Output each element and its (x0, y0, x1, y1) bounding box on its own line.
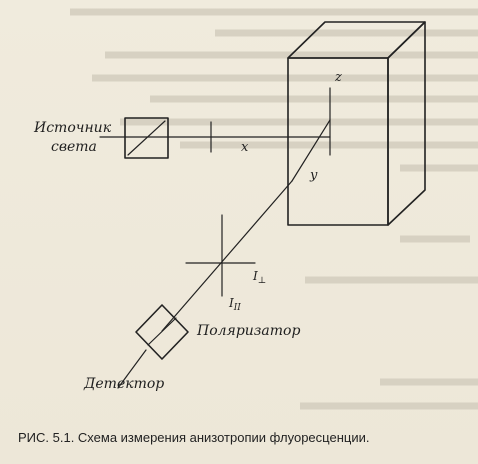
i-parallel-label: III (229, 297, 241, 313)
i-parallel-sub: II (233, 303, 241, 313)
i-parallel-main: I (229, 296, 234, 310)
axis-z-label: z (335, 70, 342, 85)
detector-label: Детектор (84, 376, 165, 392)
axis-y-line (291, 119, 331, 182)
i-perpendicular-sub: ⊥ (257, 276, 267, 286)
sample-box-side (387, 21, 426, 226)
i-perpendicular-main: I (253, 269, 258, 283)
sample-box-top (287, 21, 426, 59)
i-perpendicular-label: I⊥ (253, 270, 266, 286)
detection-beam-extension (117, 349, 147, 389)
source-label-second-line: света (51, 139, 97, 155)
source-label: Источник (34, 120, 112, 136)
polarizer-diamond (135, 304, 189, 360)
axis-x-label: x (241, 140, 249, 155)
detection-beam (161, 180, 293, 332)
polarizer-inner-line (147, 317, 177, 346)
source-diagonal (127, 120, 166, 156)
axis-y-label: y (310, 168, 318, 183)
polarizer-label: Поляризатор (197, 323, 301, 339)
figure-caption: РИС. 5.1. Схема измерения анизотропии фл… (18, 430, 370, 445)
light-source-box (124, 117, 169, 159)
